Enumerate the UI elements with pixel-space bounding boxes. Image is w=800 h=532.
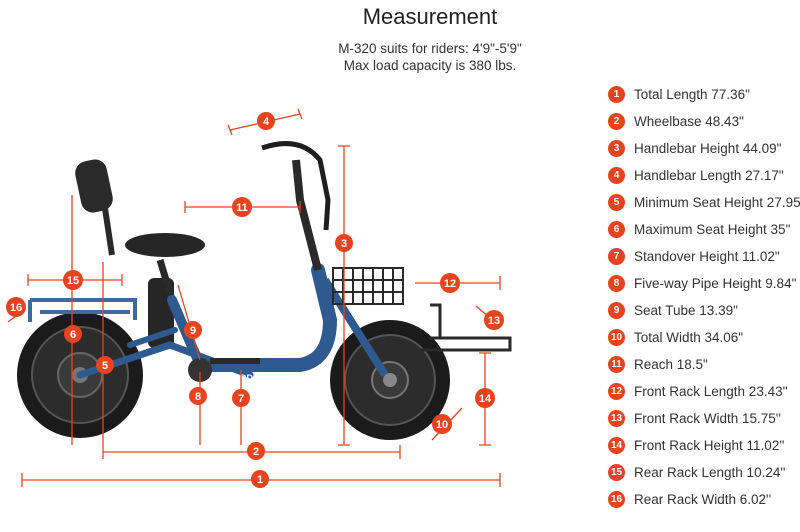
legend-badge: 2 [608,112,625,130]
legend-badge: 16 [608,490,625,508]
callout-15: 15 [63,270,83,290]
legend-badge: 3 [608,139,625,157]
legend-badge: 15 [608,463,625,481]
legend-label: Maximum Seat Height 35" [634,221,791,237]
dimension-lines [7,108,501,487]
footboard [210,358,260,364]
front-rack [420,303,512,352]
legend-item: 6 Maximum Seat Height 35" [608,219,790,239]
svg-text:4: 4 [263,116,270,128]
svg-text:12: 12 [444,278,456,290]
page-subtitle: M-320 suits for riders: 4'9"-5'9" Max lo… [250,40,610,74]
legend-badge: 5 [608,193,625,211]
legend-label: Rear Rack Length 10.24'' [634,464,786,480]
svg-text:14: 14 [479,393,492,405]
callout-14: 14 [475,388,495,408]
svg-text:11: 11 [236,202,248,214]
svg-text:5: 5 [102,360,108,372]
legend-item: 1 Total Length 77.36" [608,84,750,104]
legend-item: 11 Reach 18.5" [608,354,708,374]
svg-text:8: 8 [195,391,201,403]
handlebar [261,141,331,231]
legend-item: 9 Seat Tube 13.39" [608,300,738,320]
legend-item: 5 Minimum Seat Height 27.95 [608,192,800,212]
legend-label: Total Length 77.36" [634,86,750,102]
legend-label: Minimum Seat Height 27.95 [634,194,800,210]
legend-item: 12 Front Rack Length 23.43'' [608,381,788,401]
legend-item: 8 Five-way Pipe Height 9.84" [608,273,796,293]
fork-leg [321,277,389,378]
legend-badge: 11 [608,355,625,373]
legend-label: Seat Tube 13.39" [634,302,738,318]
legend-badge: 6 [608,220,625,238]
legend-item: 4 Handlebar Length 27.17" [608,165,784,185]
callout-5: 5 [96,356,114,374]
legend-item: 13 Front Rack Width 15.75'' [608,408,781,428]
crank [188,358,212,382]
legend-label: Handlebar Height 44.09" [634,140,782,156]
svg-text:16: 16 [10,302,22,314]
callout-11: 11 [232,197,252,217]
legend-item: 14 Front Rack Height 11.02'' [608,435,784,455]
rear-rack [28,298,137,322]
front-fork [292,159,322,271]
callout-6: 6 [64,325,82,343]
callout-9: 9 [184,321,202,339]
legend-item: 10 Total Width 34.06" [608,327,743,347]
legend-label: Standover Height 11.02" [634,248,780,264]
legend-item: 7 Standover Height 11.02" [608,246,780,266]
svg-text:1: 1 [257,474,263,486]
callout-7: 7 [232,389,250,407]
legend-item: 16 Rear Rack Width 6.02'' [608,489,771,509]
legend-label: Total Width 34.06" [634,329,744,345]
svg-text:10: 10 [436,419,448,431]
callout-2: 2 [247,442,265,460]
legend-badge: 12 [608,382,625,400]
legend-label: Front Rack Width 15.75'' [634,410,781,426]
callout-3: 3 [335,234,353,252]
legend-item: 15 Rear Rack Length 10.24'' [608,462,786,482]
legend-item: 2 Wheelbase 48.43" [608,111,744,131]
legend-label: Five-way Pipe Height 9.84" [634,275,797,291]
svg-text:9: 9 [190,325,196,337]
front-basket [332,267,404,305]
legend-label: Rear Rack Width 6.02'' [634,491,772,507]
svg-text:2: 2 [253,446,259,458]
legend-badge: 1 [608,85,625,103]
tricycle-illustration: DDMOTOR [17,141,512,440]
legend-badge: 7 [608,247,625,265]
callout-8: 8 [189,387,207,405]
legend-badge: 9 [608,301,625,319]
legend-label: Front Rack Height 11.02'' [634,437,785,453]
callout-12: 12 [440,273,460,293]
legend-badge: 14 [608,436,625,454]
callout-13: 13 [484,310,504,330]
callout-16: 16 [6,297,26,317]
callout-4: 4 [257,112,275,130]
svg-text:6: 6 [70,329,76,341]
svg-text:7: 7 [238,393,244,405]
legend-badge: 8 [608,274,625,292]
legend-badge: 13 [608,409,625,427]
legend-label: Handlebar Length 27.17" [634,167,784,183]
rider-height-text: M-320 suits for riders: 4'9"-5'9" [338,41,522,56]
callout-10: 10 [432,414,452,434]
legend-label: Wheelbase 48.43" [634,113,744,129]
legend-badge: 4 [608,166,625,184]
legend-label: Reach 18.5" [634,356,708,372]
legend-badge: 10 [608,328,625,346]
legend-item: 3 Handlebar Height 44.09" [608,138,781,158]
max-load-text: Max load capacity is 380 lbs. [343,58,517,73]
page-title: Measurement [362,4,498,29]
svg-text:15: 15 [67,275,79,287]
seat [75,159,205,302]
svg-text:13: 13 [488,315,500,327]
svg-text:3: 3 [341,238,347,250]
callout-1: 1 [251,470,269,488]
legend-label: Front Rack Length 23.43'' [634,383,788,399]
brand-decal: DDMOTOR [240,373,287,383]
